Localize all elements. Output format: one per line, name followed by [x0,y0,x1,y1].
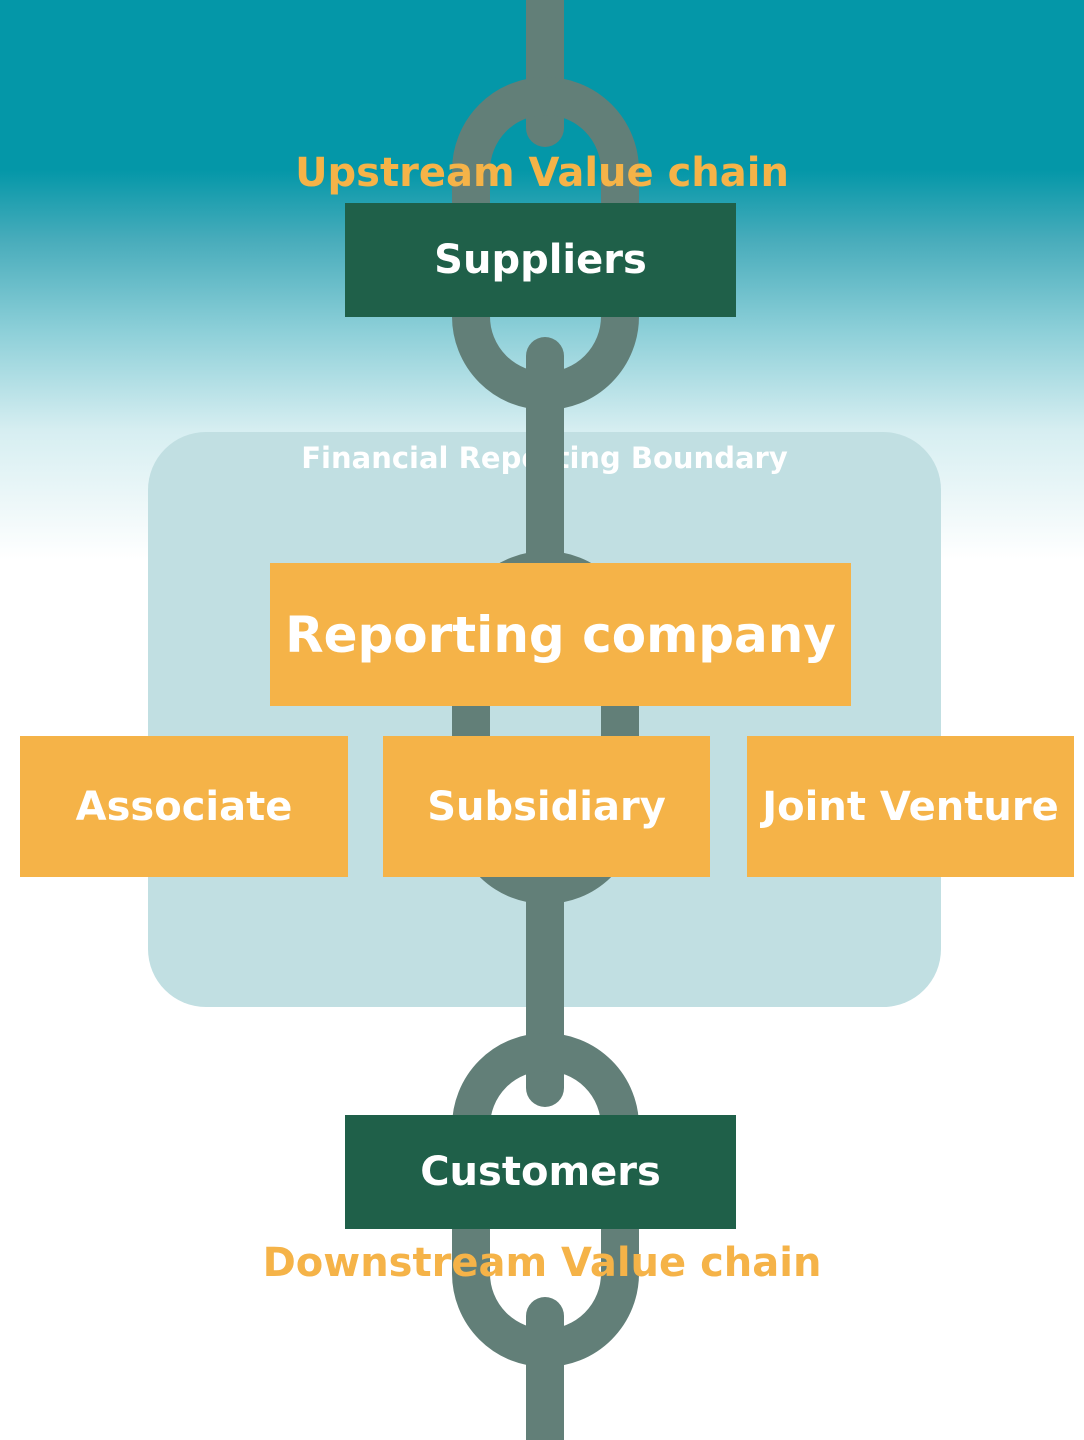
reporting-company-box: Reporting company [270,563,851,706]
subsidiary-box: Subsidiary [383,736,710,877]
joint-venture-box: Joint Venture [747,736,1074,877]
downstream-value-chain-label: Downstream Value chain [262,1240,822,1286]
customers-box: Customers [345,1115,736,1229]
suppliers-box: Suppliers [345,203,736,317]
associate-box: Associate [20,736,348,877]
upstream-value-chain-label: Upstream Value chain [295,150,789,196]
